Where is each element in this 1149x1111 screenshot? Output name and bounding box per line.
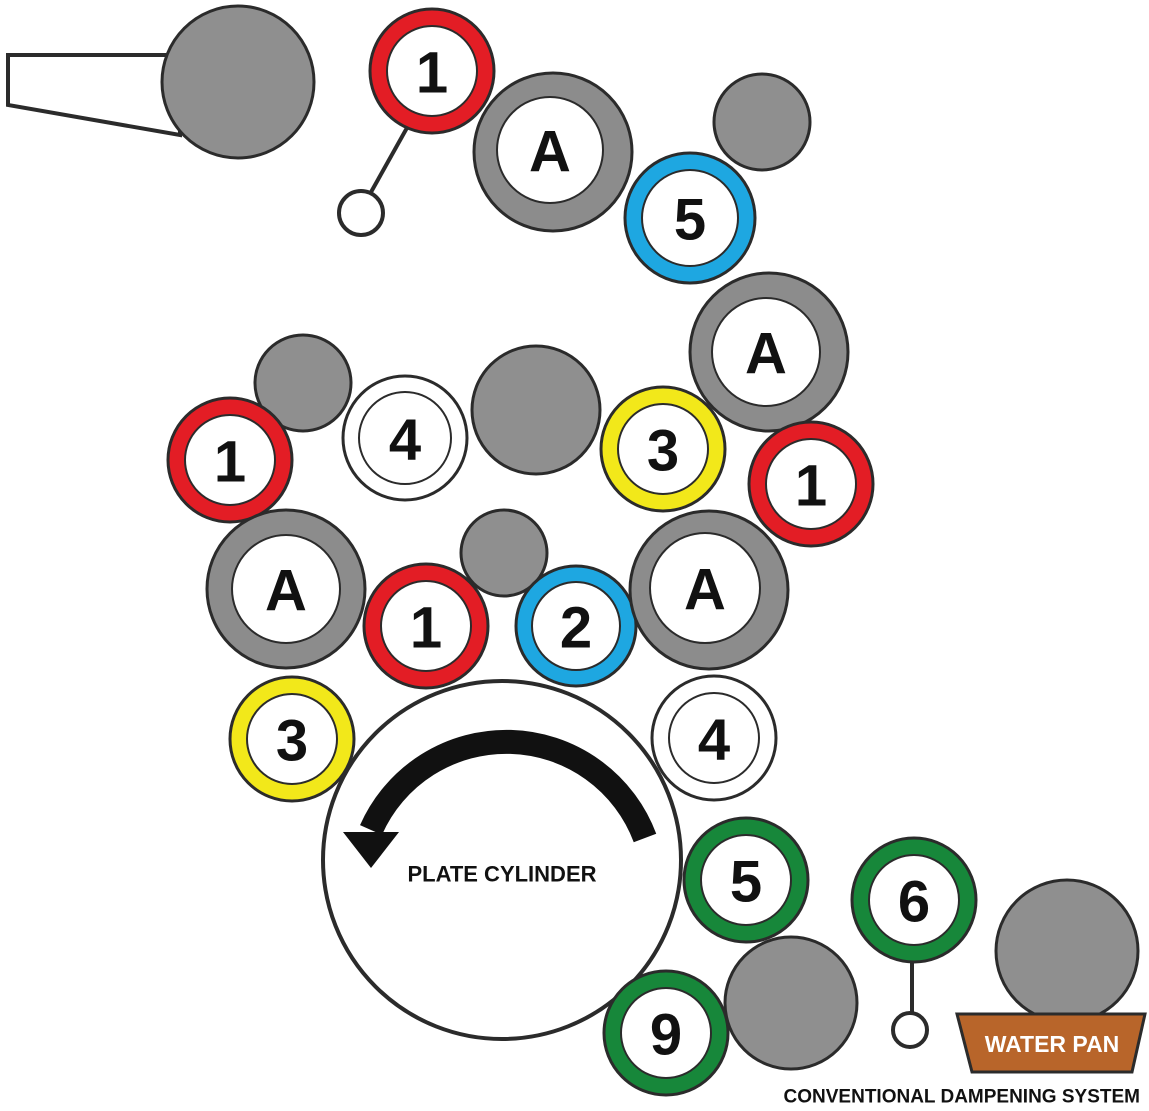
svg-text:3: 3 [276,709,308,774]
gray-roller-bottom [723,935,859,1071]
svg-text:6: 6 [898,870,930,935]
svg-text:WATER PAN: WATER PAN [985,1031,1120,1057]
rotation-arrow [360,729,657,843]
rotation-arrowhead [343,832,399,868]
svg-text:4: 4 [698,708,730,773]
svg-text:5: 5 [674,188,706,253]
gray-roller-small-center [459,508,549,598]
water-pan: WATER PAN [955,1012,1147,1074]
svg-text:A: A [529,120,571,185]
roller-3-low: 3 [228,675,356,803]
svg-text:PLATE CYLINDER: PLATE CYLINDER [407,862,596,887]
diagram-caption: CONVENTIONAL DAMPENING SYSTEM [784,1087,1140,1108]
svg-text:1: 1 [214,430,246,495]
gray-roller-mid-center [470,344,602,476]
roller-a-top: A [472,71,634,233]
roller-4-low: 4 [650,674,778,802]
svg-text:A: A [684,558,726,623]
svg-text:A: A [265,559,307,624]
svg-text:1: 1 [416,41,448,106]
svg-text:1: 1 [410,596,442,661]
svg-text:3: 3 [647,419,679,484]
svg-text:A: A [745,322,787,387]
svg-text:9: 9 [650,1003,682,1068]
svg-text:2: 2 [560,596,592,661]
roller-1-left: 1 [166,396,294,524]
roller-5-green: 5 [682,816,810,944]
svg-text:1: 1 [795,454,827,519]
roller-3-mid: 3 [599,385,727,513]
roller-4-mid: 4 [341,374,469,502]
fountain-roller [160,4,316,160]
roller-1-right: 1 [747,420,875,548]
roller-a-right: A [688,271,850,433]
roller-a-left: A [205,508,367,670]
roller-9-green: 9 [602,969,730,1097]
roller-2-center: 2 [514,564,638,688]
roller-a-center-right: A [628,509,790,671]
idler-roller-top [337,189,385,237]
roller-1-center: 1 [362,562,490,690]
idler-roller-bottom [891,1011,929,1049]
roller-6-green: 6 [850,836,978,964]
plate-cylinder: PLATE CYLINDER [321,679,683,1041]
roller-5-top: 5 [623,151,757,285]
ink-fountain-blade [6,53,182,138]
gray-roller-top-right [712,72,812,172]
svg-text:5: 5 [730,850,762,915]
water-pan-roller [994,878,1140,1024]
gray-roller-mid-left [253,333,353,433]
roller-1-top: 1 [368,7,496,135]
svg-text:4: 4 [389,408,421,473]
